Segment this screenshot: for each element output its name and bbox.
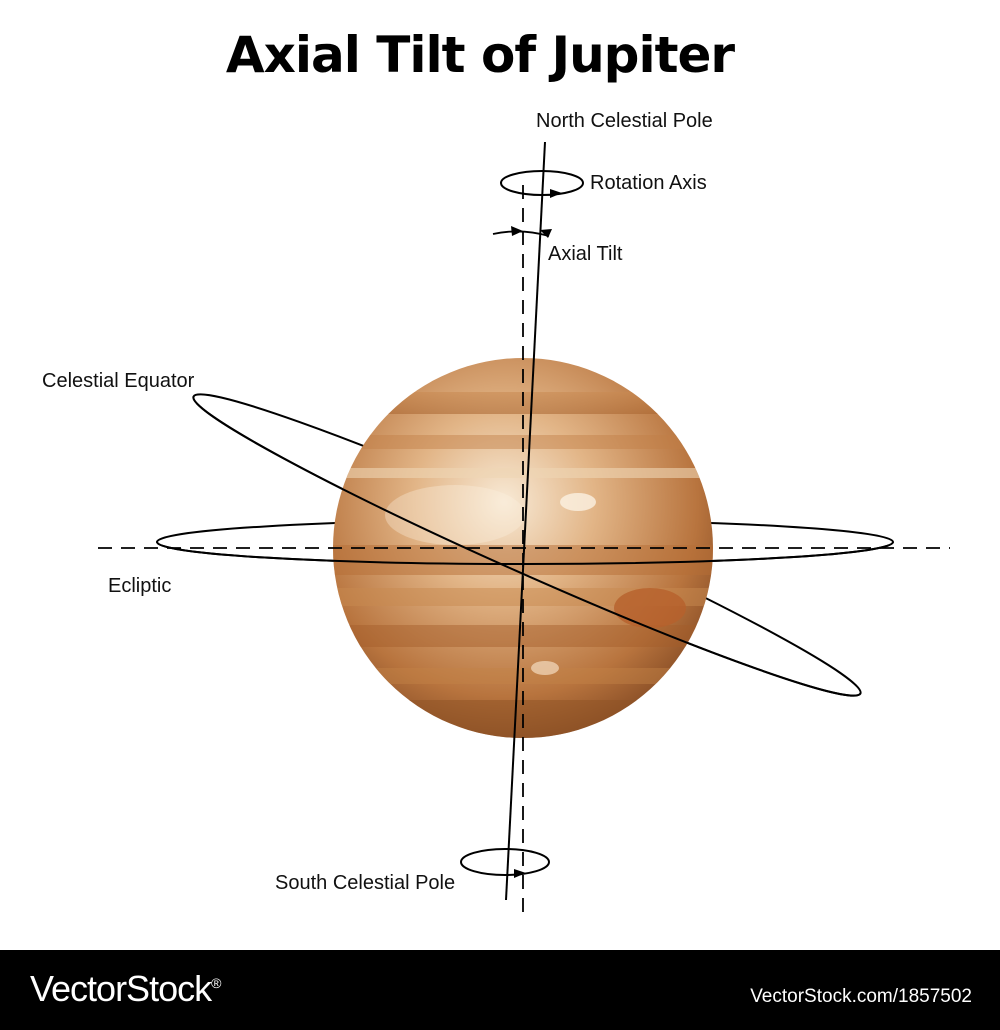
- north-celestial-pole-label: North Celestial Pole: [536, 110, 713, 132]
- diagram-title: Axial Tilt of Jupiter: [225, 26, 735, 84]
- axial-tilt-arrowhead-left: [511, 226, 523, 236]
- great-red-spot: [614, 588, 686, 628]
- rotation-axis-line: [505, 141, 546, 901]
- footer-bar: VectorStock® VectorStock.com/1857502: [0, 950, 1000, 1030]
- rotation-arrow-top: [500, 170, 584, 196]
- celestial-equator-label: Celestial Equator: [42, 370, 195, 392]
- rotation-axis-label: Rotation Axis: [590, 172, 707, 194]
- ecliptic-ring-front: [156, 541, 894, 565]
- image-url[interactable]: VectorStock.com/1857502: [750, 986, 972, 1007]
- rotation-arrowhead-top: [550, 189, 562, 198]
- brand-name: VectorStock: [30, 968, 212, 1009]
- celestial-equator-ring-front: [192, 396, 862, 697]
- axial-tilt-arrowhead-right: [540, 229, 552, 238]
- registered-mark: ®: [211, 975, 221, 991]
- rotation-arrowhead-bottom: [514, 869, 526, 878]
- axial-tilt-label: Axial Tilt: [548, 243, 623, 265]
- jupiter-diagram: [98, 141, 950, 918]
- rotation-arrow-bottom: [460, 848, 550, 876]
- south-celestial-pole-label: South Celestial Pole: [275, 872, 456, 894]
- vectorstock-logo[interactable]: VectorStock®: [30, 968, 221, 1010]
- ecliptic-label: Ecliptic: [108, 575, 172, 597]
